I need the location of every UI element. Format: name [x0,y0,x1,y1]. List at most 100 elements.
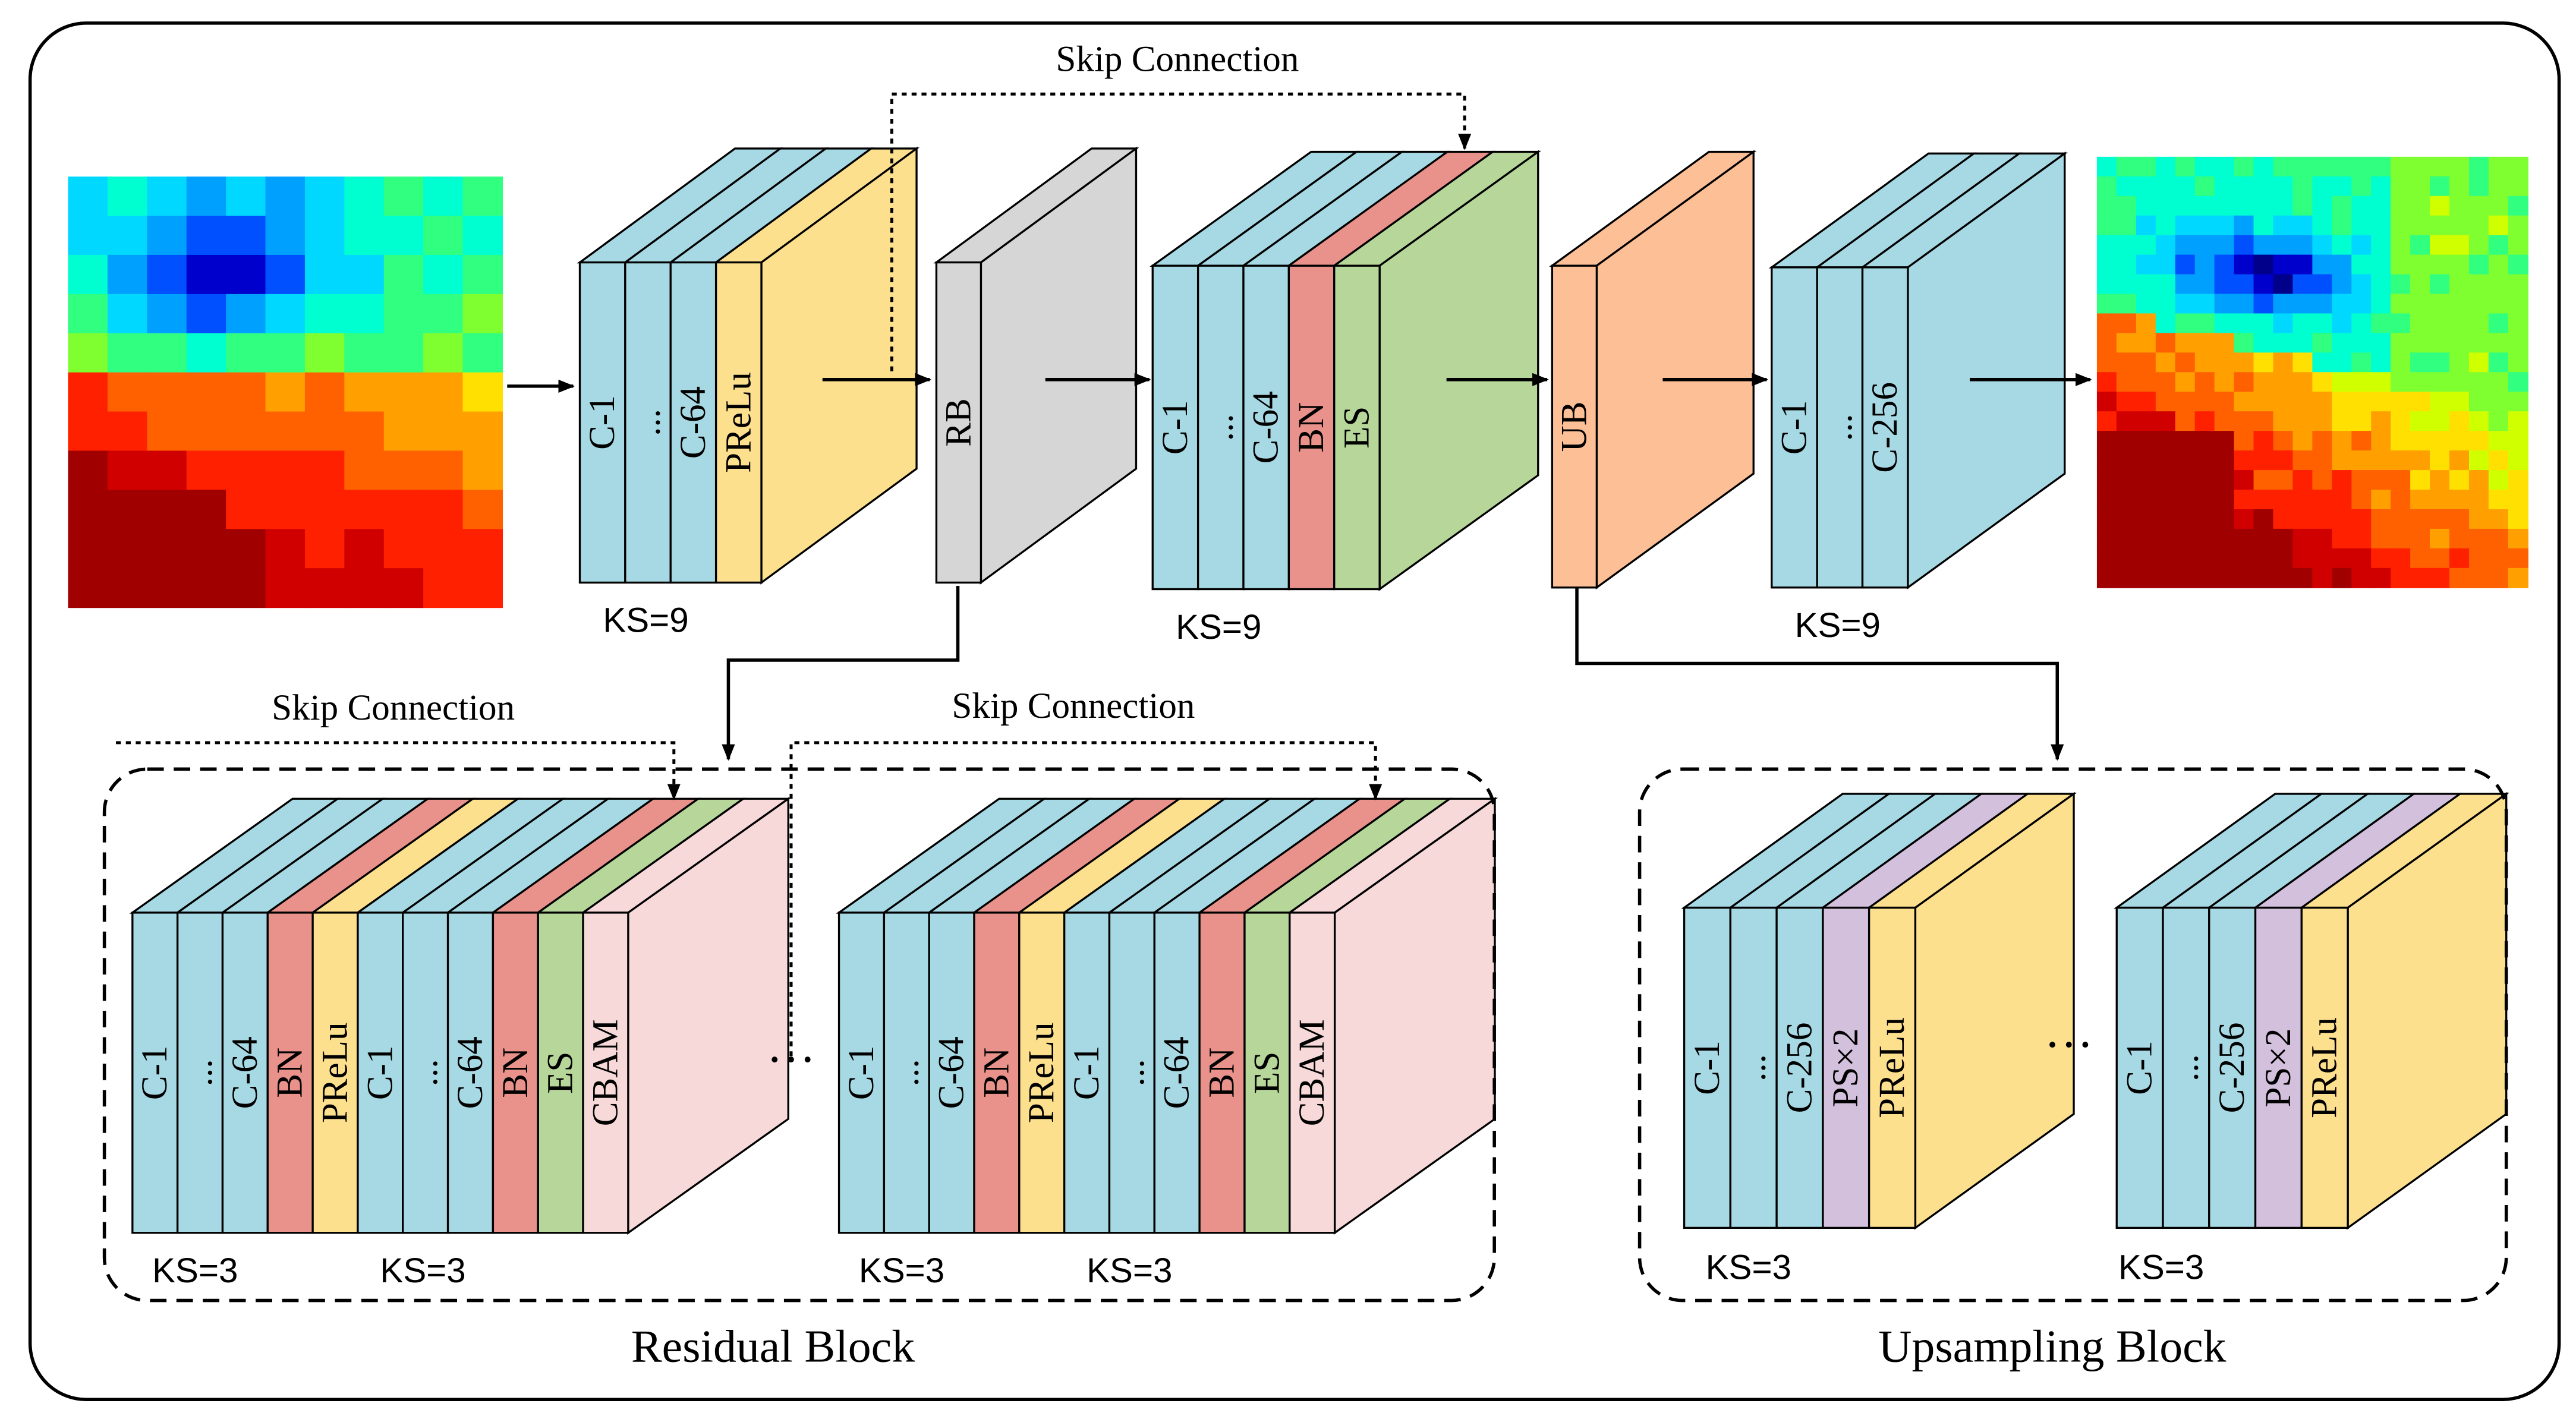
layer-label: C-64 [225,1036,265,1109]
heatmap-cell [304,568,345,608]
heatmap-cell [2136,392,2156,412]
heatmap-cell [2391,509,2411,530]
heatmap-cell [2351,392,2372,412]
heatmap-cell [2430,548,2451,569]
heatmap-cell [423,294,464,334]
heatmap-cell [2155,431,2176,452]
heatmap-cell [2449,195,2470,216]
heatmap-cell [2332,352,2353,373]
heatmap-cell [2253,509,2274,530]
heatmap-cell [2175,470,2196,491]
heatmap-cell [107,176,148,217]
skip-top-label: Skip Connection [1056,39,1299,79]
heatmap-cell [2194,392,2215,412]
heatmap-cell [2096,156,2117,177]
heatmap-cell [2136,431,2156,452]
layer-prelu-face [2300,906,2349,1229]
heatmap-cell [2468,254,2490,275]
heatmap-cell [2449,254,2470,275]
heatmap-cell [2234,156,2254,177]
heatmap-cell [2292,313,2313,334]
heatmap-cell [2273,509,2294,530]
heatmap-cell [2116,392,2137,412]
heatmap-cell [2234,352,2254,373]
heatmap-cell [2371,450,2392,471]
heatmap-cell [2273,274,2294,295]
heatmap-cell [2292,392,2313,412]
heatmap-cell [2468,372,2490,393]
heatmap-cell [2273,235,2294,256]
heatmap-cell [2332,392,2353,412]
heatmap-cell [2155,333,2176,354]
heatmap-cell [2155,528,2176,549]
layer-label: BN [1292,402,1331,453]
heatmap-cell [2430,509,2451,530]
heatmap-cell [2155,254,2176,275]
heatmap-cell [2292,333,2313,354]
heatmap-cell [2371,254,2392,275]
heatmap-cell [2214,352,2235,373]
heatmap-cell [2430,528,2451,549]
heatmap-cell [2449,294,2470,314]
heatmap-cell [2449,333,2470,354]
heatmap-cell [2332,548,2353,569]
layer-label: C-1 [2120,1040,2160,1095]
layer-label: RB [939,398,978,447]
heatmap-cell [2155,235,2176,256]
heatmap-cell [2468,528,2490,549]
heatmap-cell [2253,392,2274,412]
layer-conv-face [578,261,626,584]
heatmap-cell [2508,215,2528,236]
heatmap-cell [2332,254,2353,275]
heatmap-cell [423,216,464,256]
layer-label: ES [1247,1052,1287,1094]
heatmap-cell [2292,372,2313,393]
heatmap-cell [2253,567,2274,588]
heatmap-cell [2155,294,2176,314]
heatmap-cell [383,450,424,491]
heatmap-cell [2391,352,2411,373]
heatmap-cell [2351,567,2372,588]
heatmap-cell [2312,392,2333,412]
heatmap-cell [68,411,109,452]
heatmap-cell [2371,195,2392,216]
heatmap-cell [304,216,345,256]
heatmap-cell [2312,254,2333,275]
heatmap-cell [226,176,266,217]
heatmap-cell [344,529,385,569]
heatmap-cell [304,333,345,373]
kernel-size-label: KS=3 [859,1251,944,1290]
heatmap-cell [2312,509,2333,530]
heatmap-cell [2468,450,2490,471]
heatmap-cell [2332,489,2353,510]
heatmap-cell [2175,528,2196,549]
heatmap-cell [2332,470,2353,491]
heatmap-cell [2253,195,2274,216]
heatmap-cell [2214,235,2235,256]
heatmap-cell [423,490,464,530]
heatmap-cell [2096,411,2117,432]
heatmap-cell [2096,215,2117,236]
heatmap-cell [2136,215,2156,236]
heatmap-cell [147,372,187,412]
skip-rb1-line [116,741,681,801]
heatmap-cell [2155,313,2176,334]
heatmap-cell [2273,567,2294,588]
layer-label: C-256 [1780,1023,1819,1114]
layer-label: C-256 [1865,382,1905,473]
heatmap-cell [2116,333,2137,354]
heatmap-cell [2175,235,2196,256]
heatmap-cell [383,254,424,295]
heatmap-cell [2332,235,2353,256]
heatmap-cell [2273,411,2294,432]
heatmap-cell [383,568,424,608]
heatmap-cell [2391,470,2411,491]
heatmap-cell [2468,411,2490,432]
layer-conv-face [1775,906,1824,1229]
heatmap-cell [2410,156,2431,177]
heatmap-cell [2175,548,2196,569]
heatmap-cell [2116,548,2137,569]
layer-label: PS×2 [2259,1028,2298,1107]
heatmap-cell [2468,176,2490,197]
